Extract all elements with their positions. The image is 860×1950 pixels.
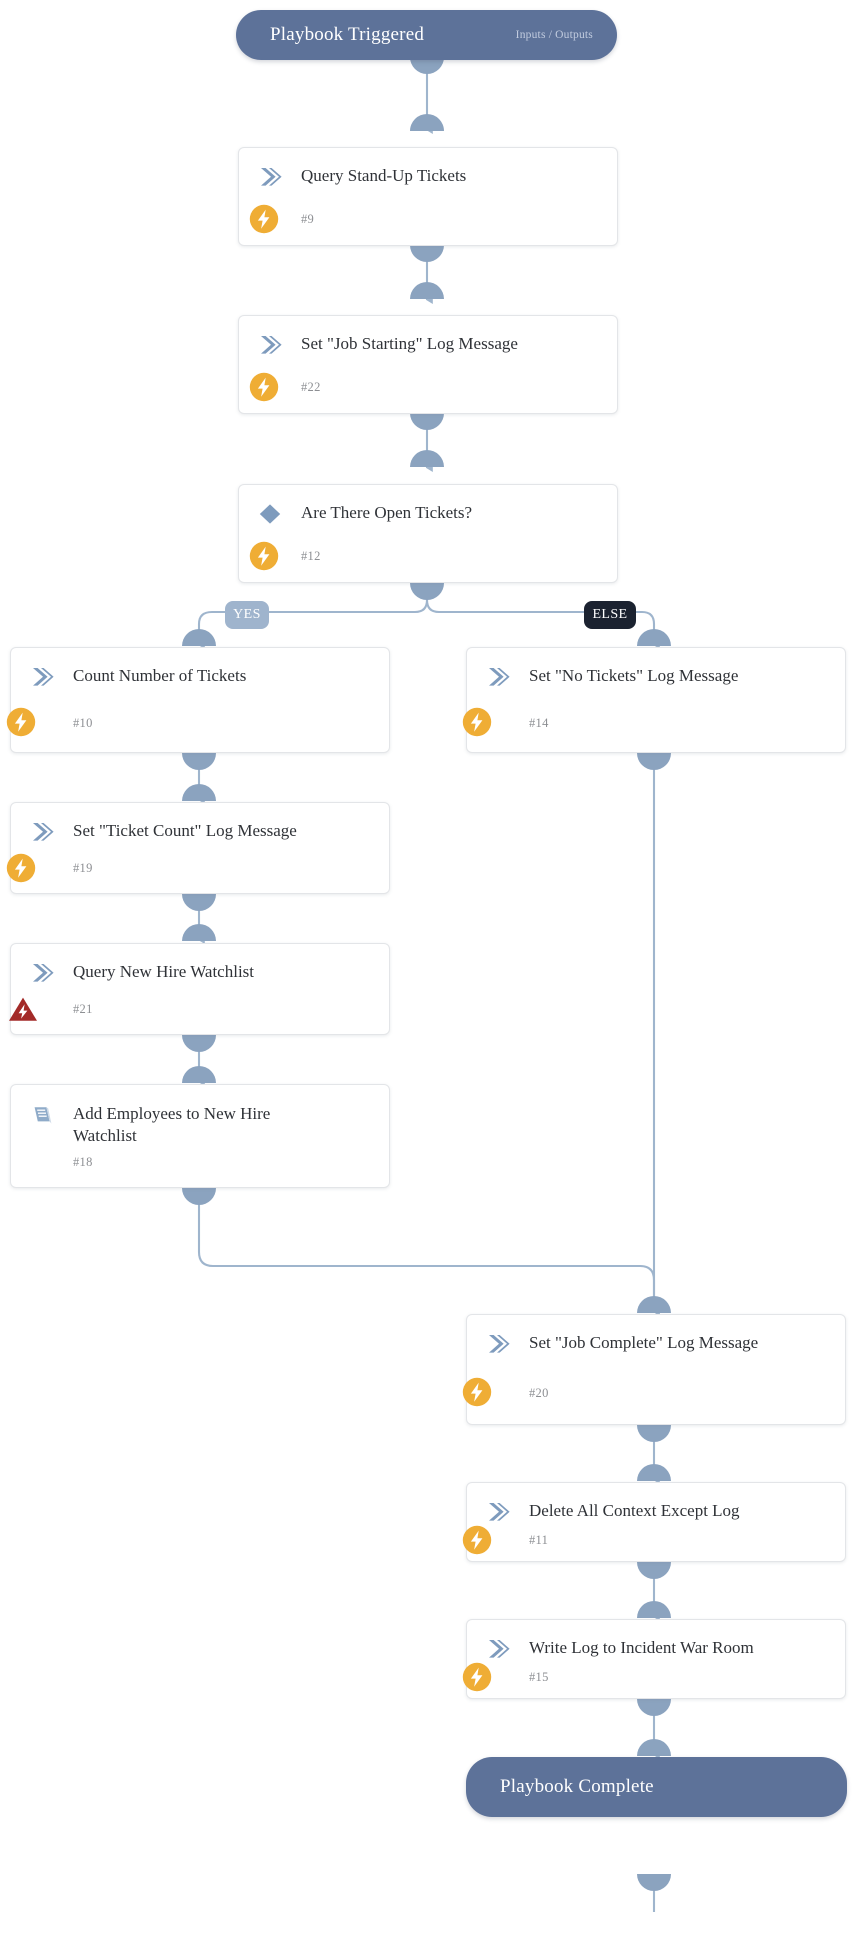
action-card-title: Query New Hire Watchlist	[73, 962, 255, 981]
action-card-14[interactable]: Set "No Tickets" Log Message #14	[462, 647, 846, 753]
warning-badge	[8, 994, 38, 1024]
action-card-id: #14	[529, 716, 549, 730]
action-card-title: Set "Job Complete" Log Message	[529, 1333, 759, 1352]
decision-card-title: Are There Open Tickets?	[301, 503, 473, 522]
action-card-title: Set "No Tickets" Log Message	[529, 666, 739, 685]
action-card-20[interactable]: Set "Job Complete" Log Message #20	[462, 1314, 846, 1425]
chevron-icon	[257, 165, 283, 189]
action-card-id: #19	[73, 861, 93, 875]
action-card-id: #21	[73, 1002, 93, 1016]
action-card-title: Query Stand-Up Tickets	[301, 166, 467, 185]
book-icon	[29, 1103, 55, 1127]
chevron-icon	[29, 820, 55, 844]
action-card-9[interactable]: Query Stand-Up Tickets #9	[238, 147, 618, 246]
action-card-title: Delete All Context Except Log	[529, 1501, 740, 1520]
chevron-icon	[29, 665, 55, 689]
chevron-icon	[485, 1637, 511, 1661]
action-card-title: Set "Job Starting" Log Message	[301, 334, 518, 353]
action-card-15[interactable]: Write Log to Incident War Room #15	[462, 1619, 846, 1699]
diamond-icon	[257, 502, 283, 526]
chevron-icon	[485, 665, 511, 689]
decision-card-12[interactable]: Are There Open Tickets? #12	[238, 484, 618, 583]
action-card-id: #10	[73, 716, 93, 730]
chevron-icon	[485, 1332, 511, 1356]
chevron-icon	[257, 333, 283, 357]
action-card-id: #11	[529, 1533, 549, 1547]
action-card-id: #22	[301, 380, 321, 394]
action-card-title: Set "Ticket Count" Log Message	[73, 821, 297, 840]
branch-label-yes-text: YES	[233, 607, 261, 622]
end-node[interactable]: Playbook Complete	[466, 1757, 847, 1817]
lightning-badge	[249, 372, 279, 402]
chevron-icon	[485, 1500, 511, 1524]
end-node-title: Playbook Complete	[500, 1776, 654, 1797]
action-card-22[interactable]: Set "Job Starting" Log Message #22	[238, 315, 618, 414]
lightning-badge	[249, 204, 279, 234]
branch-label-yes[interactable]: YES	[225, 601, 269, 629]
action-card-19[interactable]: Set "Ticket Count" Log Message #19	[6, 802, 390, 894]
lightning-badge	[462, 707, 492, 737]
action-card-21[interactable]: Query New Hire Watchlist #21	[8, 943, 390, 1035]
action-card-18[interactable]: Add Employees to New Hire Watchlist #18	[10, 1084, 390, 1188]
start-node-title: Playbook Triggered	[270, 24, 425, 45]
action-card-id: #20	[529, 1386, 549, 1400]
branch-label-else[interactable]: ELSE	[584, 601, 636, 629]
decision-card-id: #12	[301, 549, 321, 563]
lightning-badge	[462, 1662, 492, 1692]
action-card-title: Add Employees to New Hire Watchlist	[73, 1104, 271, 1145]
lightning-badge	[6, 707, 36, 737]
chevron-icon	[29, 961, 55, 985]
lightning-badge	[462, 1525, 492, 1555]
action-card-id: #18	[73, 1155, 93, 1169]
lightning-badge	[462, 1377, 492, 1407]
lightning-badge	[249, 541, 279, 571]
start-node-subtitle: Inputs / Outputs	[515, 29, 593, 41]
action-card-title: Count Number of Tickets	[73, 666, 247, 685]
branch-label-else-text: ELSE	[592, 607, 628, 622]
action-card-id: #9	[301, 212, 315, 226]
action-card-id: #15	[529, 1670, 549, 1684]
start-node[interactable]: Playbook Triggered Inputs / Outputs	[236, 10, 617, 60]
lightning-badge	[6, 853, 36, 883]
action-card-10[interactable]: Count Number of Tickets #10	[6, 647, 390, 753]
action-card-title: Write Log to Incident War Room	[529, 1638, 754, 1657]
action-card-11[interactable]: Delete All Context Except Log #11	[462, 1482, 846, 1562]
